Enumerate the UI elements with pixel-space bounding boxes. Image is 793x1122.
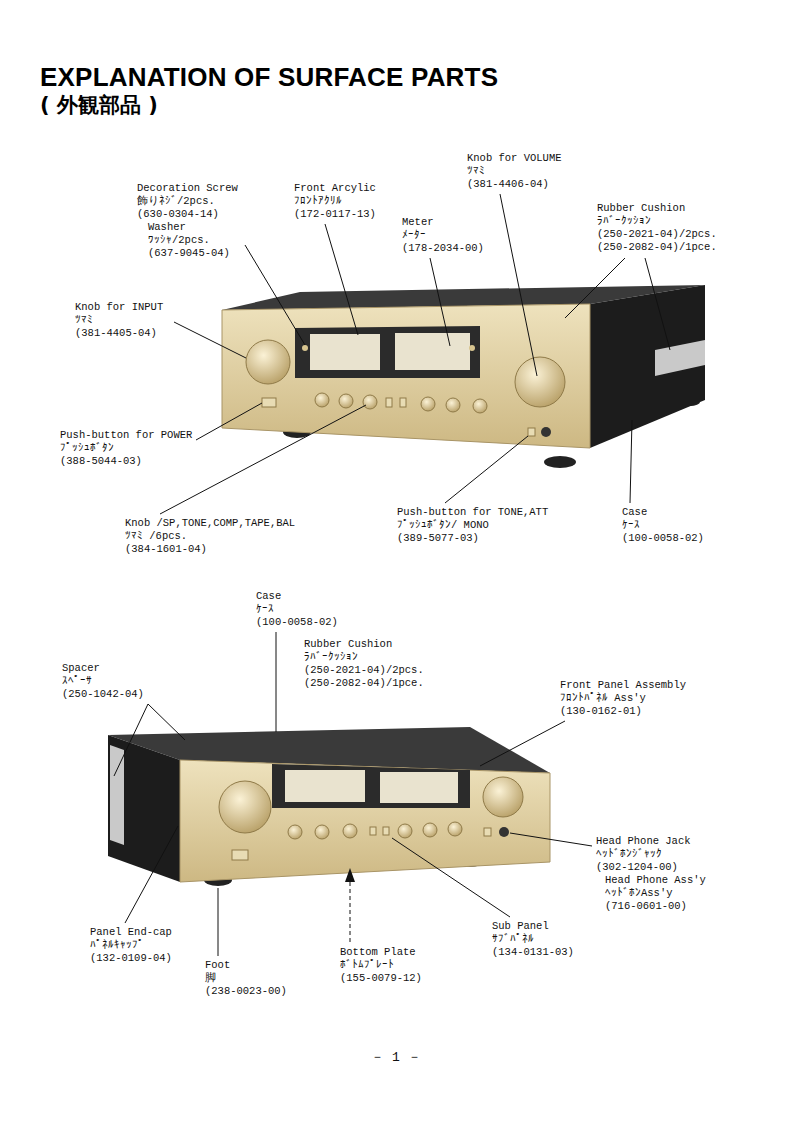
- part-callout: (155-0079-12): [340, 972, 422, 985]
- part-callout: ｹｰｽ: [256, 603, 274, 616]
- part-callout: (384-1601-04): [125, 543, 207, 556]
- part-callout: (132-0109-04): [90, 952, 172, 965]
- part-callout: (716-0601-00): [605, 900, 687, 913]
- part-callout: Front Panel Assembly: [560, 679, 686, 692]
- part-callout: Front Arcylic: [294, 182, 376, 195]
- part-callout: Head Phone Jack: [596, 835, 691, 848]
- part-callout: ﾂﾏﾐ /6pcs.: [125, 530, 187, 543]
- part-callout: Push-button for TONE,ATT: [397, 506, 548, 519]
- part-callout: (250-2082-04)/1pce.: [304, 677, 424, 690]
- part-callout: Sub Panel: [492, 920, 549, 933]
- part-callout: ﾗﾊﾞｰｸｯｼｮﾝ: [597, 215, 651, 228]
- part-callout: (389-5077-03): [397, 532, 479, 545]
- part-callout: ﾌﾛﾝﾄﾊﾟﾈﾙ Ass'y: [560, 692, 646, 705]
- part-callout: Panel End-cap: [90, 926, 172, 939]
- part-callout: Meter: [402, 216, 434, 229]
- part-callout: (250-1042-04): [62, 688, 144, 701]
- part-callout: (637-9045-04): [148, 247, 230, 260]
- part-callout: ﾎﾞﾄﾑﾌﾟﾚｰﾄ: [340, 959, 394, 972]
- part-callout: ﾌﾟｯｼｭﾎﾞﾀﾝ/ MONO: [397, 519, 489, 532]
- part-callout: 脚: [205, 972, 216, 985]
- part-callout: Rubber Cushion: [304, 638, 392, 651]
- part-callout: ﾍｯﾄﾞﾎﾝｼﾞｬｯｸ: [596, 848, 662, 861]
- part-callout: Case: [256, 590, 281, 603]
- arrow-head: [345, 868, 355, 882]
- part-callout: (381-4406-04): [467, 178, 549, 191]
- leader-lines: [114, 194, 670, 956]
- part-callout: Rubber Cushion: [597, 202, 685, 215]
- part-callout: Knob for INPUT: [75, 301, 163, 314]
- part-callout: Spacer: [62, 662, 100, 675]
- part-callout: 飾りﾈｼﾞ/2pcs.: [137, 195, 215, 208]
- part-callout: ﾌﾛﾝﾄｱｸﾘﾙ: [294, 195, 342, 208]
- page-number: － 1 －: [371, 1050, 420, 1066]
- part-callout: ﾍｯﾄﾞﾎﾝAss'y: [605, 887, 673, 900]
- part-callout: ﾂﾏﾐ: [467, 165, 485, 178]
- part-callout: (178-2034-00): [402, 242, 484, 255]
- part-callout: Case: [622, 506, 647, 519]
- part-callout: (630-0304-14): [137, 208, 219, 221]
- part-callout: Decoration Screw: [137, 182, 238, 195]
- part-callout: Push-button for POWER: [60, 429, 192, 442]
- part-callout: Knob /SP,TONE,COMP,TAPE,BAL: [125, 517, 295, 530]
- part-callout: (381-4405-04): [75, 327, 157, 340]
- page-title: EXPLANATION OF SURFACE PARTS: [40, 62, 498, 92]
- part-callout: (250-2021-04)/2pcs.: [597, 228, 717, 241]
- part-callout: ﾌﾟｯｼｭﾎﾞﾀﾝ: [60, 442, 114, 455]
- amplifier-bottom-view: [108, 727, 550, 886]
- part-callout: Knob for VOLUME: [467, 152, 562, 165]
- part-callout: Head Phone Ass'y: [605, 874, 706, 887]
- part-callout: ｹｰｽ: [622, 519, 640, 532]
- part-callout: (172-0117-13): [294, 208, 376, 221]
- part-callout: (250-2082-04)/1pce.: [597, 241, 717, 254]
- part-callout: ｽﾍﾟｰｻ: [62, 675, 92, 688]
- part-callout: ﾊﾟﾈﾙｷｬｯﾌﾟ: [90, 939, 144, 952]
- part-callout: ﾜｯｼｬ/2pcs.: [148, 234, 210, 247]
- part-callout: (250-2021-04)/2pcs.: [304, 664, 424, 677]
- part-callout: (130-0162-01): [560, 705, 642, 718]
- part-callout: Bottom Plate: [340, 946, 416, 959]
- part-callout: (134-0131-03): [492, 946, 574, 959]
- part-callout: (100-0058-02): [622, 532, 704, 545]
- part-callout: ﾒｰﾀｰ: [402, 229, 426, 242]
- part-callout: (238-0023-00): [205, 985, 287, 998]
- part-callout: (302-1204-00): [596, 861, 678, 874]
- part-callout: Washer: [148, 221, 186, 234]
- part-callout: (100-0058-02): [256, 616, 338, 629]
- amplifier-top-view: [222, 285, 705, 468]
- subtitle: ( 外観部品 ): [40, 92, 158, 118]
- part-callout: ﾗﾊﾞｰｸｯｼｮﾝ: [304, 651, 358, 664]
- part-callout: Foot: [205, 959, 230, 972]
- part-callout: (388-5044-03): [60, 455, 142, 468]
- part-callout: ﾂﾏﾐ: [75, 314, 93, 327]
- part-callout: ｻﾌﾞﾊﾟﾈﾙ: [492, 933, 534, 946]
